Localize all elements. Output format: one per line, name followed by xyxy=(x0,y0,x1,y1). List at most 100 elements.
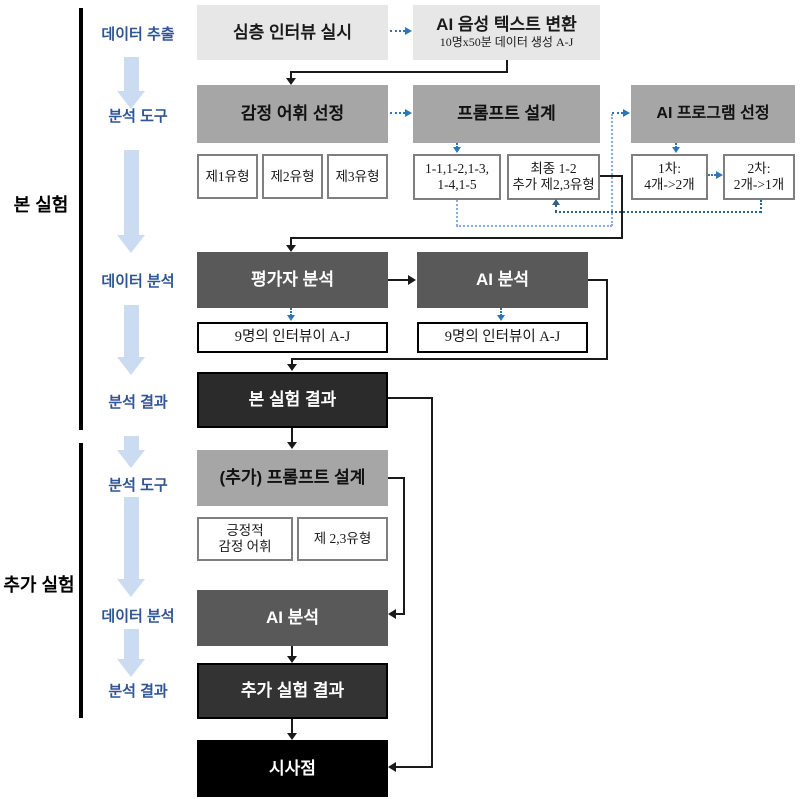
box-implication: 시사점 xyxy=(197,740,388,797)
flow-arrow-down-icon xyxy=(117,436,145,468)
connector-line xyxy=(403,477,405,615)
box-deep-interview-label: 심층 인터뷰 실시 xyxy=(233,22,352,42)
arrowhead-right-icon xyxy=(405,109,412,117)
box-interviewees-right-label: 9명의 인터뷰이 A-J xyxy=(444,329,561,346)
box-ai-stt: AI 음성 텍스트 변환 10명x50분 데이터 생성 A-J xyxy=(413,5,600,60)
stage-label-analysis-tool-extra: 분석 도구 xyxy=(108,477,168,494)
arrowhead-down-icon xyxy=(286,245,296,252)
connector-line xyxy=(606,279,608,360)
connector-line xyxy=(291,358,293,365)
connector-line xyxy=(291,358,608,360)
arrowhead-down-icon xyxy=(287,364,297,371)
connector-line xyxy=(291,646,293,657)
stage-label-analysis-result: 분석 결과 xyxy=(108,394,168,411)
dotted-connector xyxy=(708,174,716,176)
dotted-feedback-path xyxy=(555,211,761,213)
dotted-feedback-path xyxy=(611,114,613,226)
box-extra-prompt-design: (추가) 프롬프트 설계 xyxy=(197,450,388,506)
connector-line xyxy=(396,613,405,615)
box-ai-stt-subtitle: 10명x50분 데이터 생성 A-J xyxy=(439,35,574,50)
box-round2-line1: 2차: xyxy=(747,161,771,177)
box-extra-ai-analysis: AI 분석 xyxy=(197,590,388,646)
box-prompt-candidates-line2: 1-4,1-5 xyxy=(437,177,477,192)
box-type2-label: 제2유형 xyxy=(270,168,315,184)
connector-line xyxy=(290,71,508,73)
dotted-connector xyxy=(290,308,292,316)
stage-label-analysis-tool: 분석 도구 xyxy=(108,108,168,125)
stage-label-analysis-result-extra: 분석 결과 xyxy=(108,683,168,700)
arrowhead-down-icon xyxy=(497,315,505,321)
dotted-connector xyxy=(675,143,677,148)
box-evaluator-analysis: 평가자 분석 xyxy=(197,252,388,308)
flow-arrow-down-icon xyxy=(117,629,145,677)
box-prompt-candidates-line1: 1-1,1-2,1-3, xyxy=(424,161,490,177)
box-ai-program-label: AI 프로그램 선정 xyxy=(656,104,770,122)
box-type23: 제 2,3유형 xyxy=(297,517,388,561)
dotted-feedback-path xyxy=(456,225,612,227)
arrowhead-left-icon xyxy=(388,762,396,772)
arrowhead-down-icon xyxy=(286,78,296,85)
box-ai-stt-title: AI 음성 텍스트 변환 xyxy=(436,14,577,34)
dotted-connector xyxy=(612,112,623,114)
flow-arrow-down-icon xyxy=(117,57,145,109)
box-prompt-final-line1: 최종 1-2 xyxy=(530,161,577,177)
box-deep-interview: 심층 인터뷰 실시 xyxy=(197,5,388,60)
connector-line xyxy=(290,71,292,79)
extra-experiment-bracket xyxy=(79,443,83,718)
box-round2-line2: 2개->1개 xyxy=(733,177,785,192)
flow-arrow-down-icon xyxy=(117,150,145,253)
box-extra-result-label: 추가 실험 결과 xyxy=(240,681,345,701)
connector-line xyxy=(388,279,409,281)
connector-line xyxy=(506,60,508,73)
dotted-connector xyxy=(456,143,458,148)
box-type1: 제1유형 xyxy=(197,154,258,199)
box-prompt-candidates: 1-1,1-2,1-3, 1-4,1-5 xyxy=(413,154,501,200)
connector-line xyxy=(621,175,623,239)
stage-label-data-extraction: 데이터 추출 xyxy=(101,26,175,43)
dotted-feedback-path xyxy=(555,205,557,212)
dotted-connector xyxy=(390,112,405,114)
box-prompt-final: 최종 1-2 추가 제2,3유형 xyxy=(507,154,600,200)
box-main-result: 본 실험 결과 xyxy=(197,372,388,428)
box-ai-analysis-label: AI 분석 xyxy=(475,270,529,290)
connector-line xyxy=(291,428,293,443)
arrowhead-left-icon xyxy=(388,609,396,619)
arrowhead-right-icon xyxy=(716,171,723,179)
main-experiment-bracket xyxy=(79,8,83,430)
box-round1: 1차: 4개->2개 xyxy=(631,154,708,200)
box-round1-line1: 1차: xyxy=(658,161,681,177)
box-round1-line2: 4개->2개 xyxy=(644,177,695,192)
arrowhead-right-icon xyxy=(408,275,416,285)
box-positive-vocab: 긍정적 감정 어휘 xyxy=(197,517,293,561)
arrowhead-up-icon xyxy=(552,199,560,205)
box-positive-vocab-line1: 긍정적 xyxy=(226,523,264,539)
box-interviewees-left: 9명의 인터뷰이 A-J xyxy=(197,322,388,353)
connector-line xyxy=(431,397,433,768)
connector-line xyxy=(291,719,293,734)
dotted-feedback-path xyxy=(456,200,458,226)
box-type3: 제3유형 xyxy=(327,154,388,199)
flow-arrow-down-icon xyxy=(117,305,145,375)
box-prompt-design: 프롬프트 설계 xyxy=(413,85,600,143)
box-positive-vocab-line2: 감정 어휘 xyxy=(218,539,272,554)
box-extra-prompt-design-label: (추가) 프롬프트 설계 xyxy=(219,468,366,488)
box-interviewees-right: 9명의 인터뷰이 A-J xyxy=(417,322,588,353)
box-type1-label: 제1유형 xyxy=(205,168,250,184)
connector-line xyxy=(290,237,623,239)
box-evaluator-analysis-label: 평가자 분석 xyxy=(251,270,334,290)
connector-line xyxy=(396,766,433,768)
box-type3-label: 제3유형 xyxy=(335,168,380,184)
connector-line xyxy=(388,477,405,479)
section-label-main: 본 실험 xyxy=(13,195,69,215)
box-prompt-design-label: 프롬프트 설계 xyxy=(457,104,556,124)
box-ai-program: AI 프로그램 선정 xyxy=(631,85,795,143)
connector-line xyxy=(388,397,433,399)
stage-label-data-analysis-extra: 데이터 분석 xyxy=(101,608,175,625)
arrowhead-down-icon xyxy=(287,733,297,740)
connector-line xyxy=(588,279,608,281)
arrowhead-down-icon xyxy=(672,147,680,153)
box-emotion-vocab: 감정 어휘 선정 xyxy=(197,85,388,143)
arrowhead-down-icon xyxy=(287,315,295,321)
box-type2: 제2유형 xyxy=(262,154,323,199)
box-implication-label: 시사점 xyxy=(269,758,316,778)
